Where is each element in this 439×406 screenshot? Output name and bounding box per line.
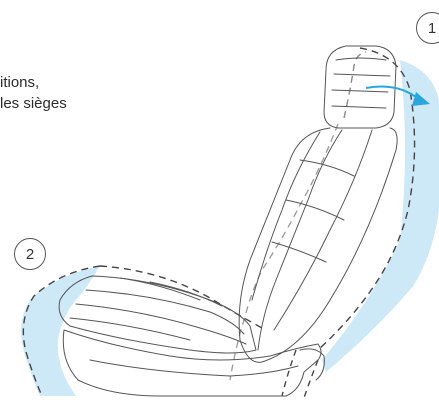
inner-dashed-outline <box>230 124 338 380</box>
seat-base-outline <box>63 330 321 396</box>
step-callout-2: 2 <box>14 238 46 270</box>
headrest-dashed-outline <box>344 52 366 118</box>
base-dashed-outline <box>282 350 318 398</box>
cushion-outline <box>59 276 256 353</box>
backrest-highlight <box>322 60 439 372</box>
